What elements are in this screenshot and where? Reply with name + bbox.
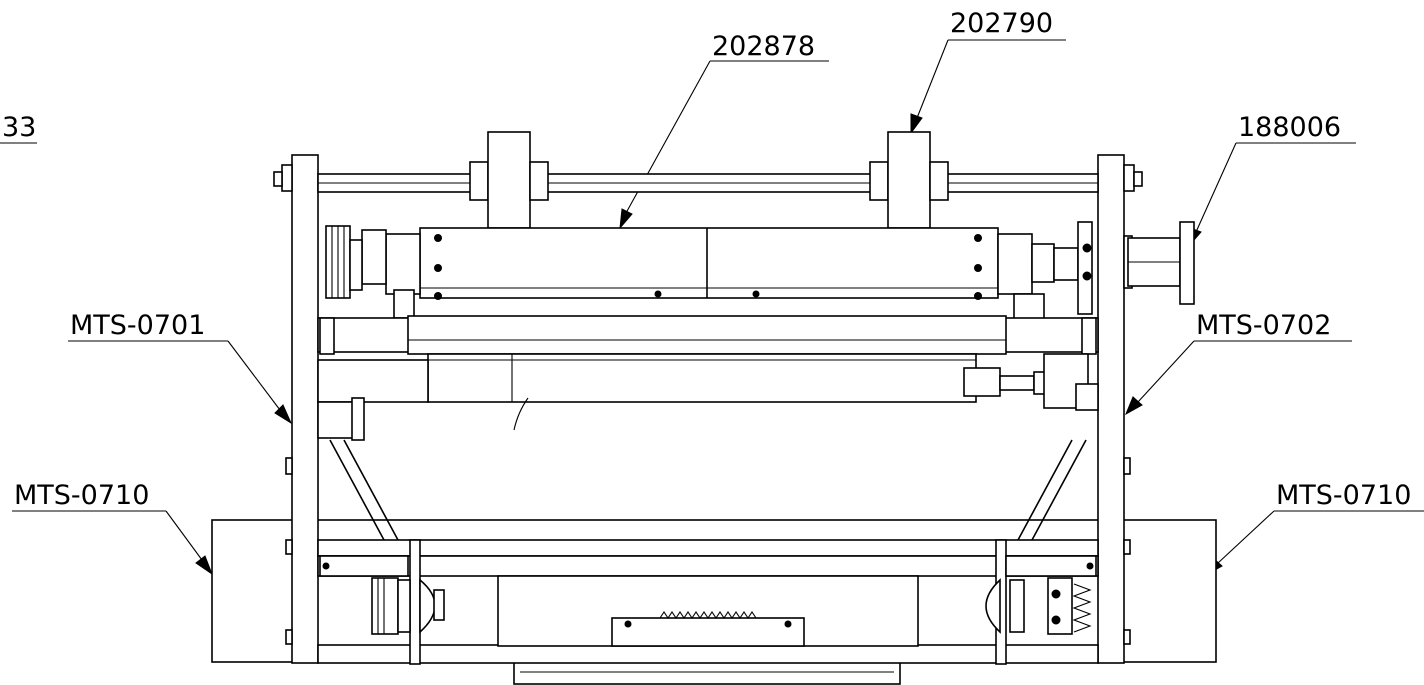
right-side-plate xyxy=(1097,154,1125,664)
right-gear xyxy=(1077,221,1093,315)
top-roller-left xyxy=(487,131,531,229)
callout-202878: 202878 xyxy=(619,31,829,230)
callout-mts-0702: MTS-0702 xyxy=(1124,310,1352,416)
top-roller-right xyxy=(887,131,931,229)
gear-rack xyxy=(611,617,805,647)
callout-mts-0710-left: MTS-0710 xyxy=(12,480,214,576)
callout-mts-0710-left-label: MTS-0710 xyxy=(14,480,149,511)
callout-33-label: 33 xyxy=(2,112,36,143)
callout-mts-0702-label: MTS-0702 xyxy=(1196,310,1331,341)
callout-mts-0710-right-label: MTS-0710 xyxy=(1276,480,1411,511)
main-roller xyxy=(419,227,999,299)
middle-housing xyxy=(427,353,977,403)
right-spring xyxy=(1047,577,1073,635)
callout-202790: 202790 xyxy=(910,8,1066,135)
left-side-plate xyxy=(291,154,319,664)
callout-mts-0701: MTS-0701 xyxy=(68,310,293,425)
left-tensioner xyxy=(371,577,399,635)
callout-33: 33 xyxy=(0,112,37,144)
callout-mts-0710-right: MTS-0710 xyxy=(1204,480,1424,577)
callout-mts-0701-label: MTS-0701 xyxy=(70,310,205,341)
callout-202878-label: 202878 xyxy=(712,31,815,62)
lower-frame-bar xyxy=(317,539,1099,557)
callout-188006-label: 188006 xyxy=(1238,112,1341,143)
handwheel xyxy=(1179,221,1195,305)
callout-188006: 188006 xyxy=(1187,112,1356,249)
machine-assembly xyxy=(211,131,1217,685)
callout-202790-label: 202790 xyxy=(950,8,1053,39)
